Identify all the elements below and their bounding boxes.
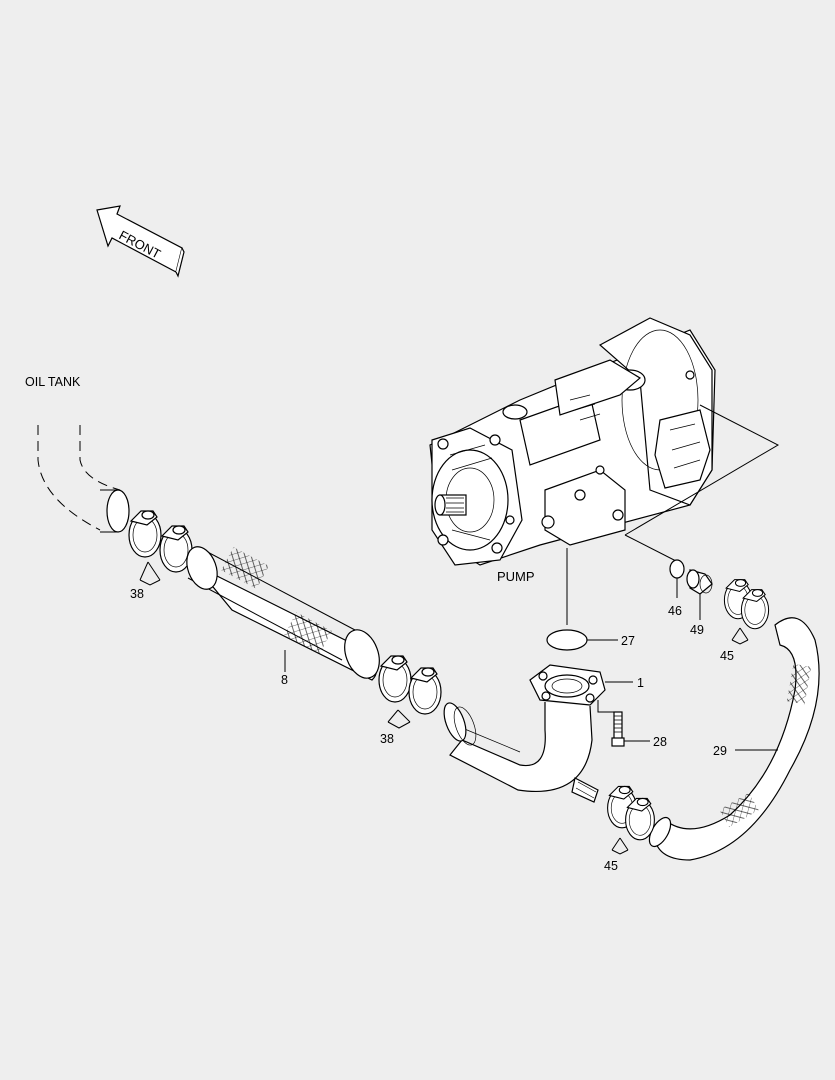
callout-46: 46 <box>668 604 682 618</box>
suction-flange-1[interactable] <box>440 664 606 803</box>
callout-1: 1 <box>637 676 644 690</box>
callout-38-mid: 38 <box>380 732 394 746</box>
hose-8[interactable] <box>181 543 385 683</box>
callout-27: 27 <box>621 634 635 648</box>
oil-tank-pipe <box>37 425 130 533</box>
o-ring-27[interactable] <box>546 629 588 651</box>
clamp-45-top <box>723 579 770 630</box>
callout-45-top: 45 <box>720 649 734 663</box>
callout-28: 28 <box>653 735 667 749</box>
callout-38-top: 38 <box>130 587 144 601</box>
front-arrow: FRONT <box>96 205 185 278</box>
bolt-28[interactable] <box>611 711 625 747</box>
pump-label: PUMP <box>497 569 535 584</box>
callout-8: 8 <box>281 673 288 687</box>
hydraulic-pump[interactable] <box>429 317 716 566</box>
callout-29: 29 <box>713 744 727 758</box>
fitting-49[interactable] <box>686 569 713 595</box>
clamp-45-bottom <box>607 785 655 841</box>
callout-45-bottom: 45 <box>604 859 618 873</box>
clamp-38-top <box>128 510 193 573</box>
o-ring-46[interactable] <box>669 559 685 579</box>
oil-tank-label: OIL TANK <box>25 375 81 389</box>
clamp-38-mid <box>378 655 442 715</box>
hose-29[interactable] <box>645 617 820 861</box>
callout-49: 49 <box>690 623 704 637</box>
